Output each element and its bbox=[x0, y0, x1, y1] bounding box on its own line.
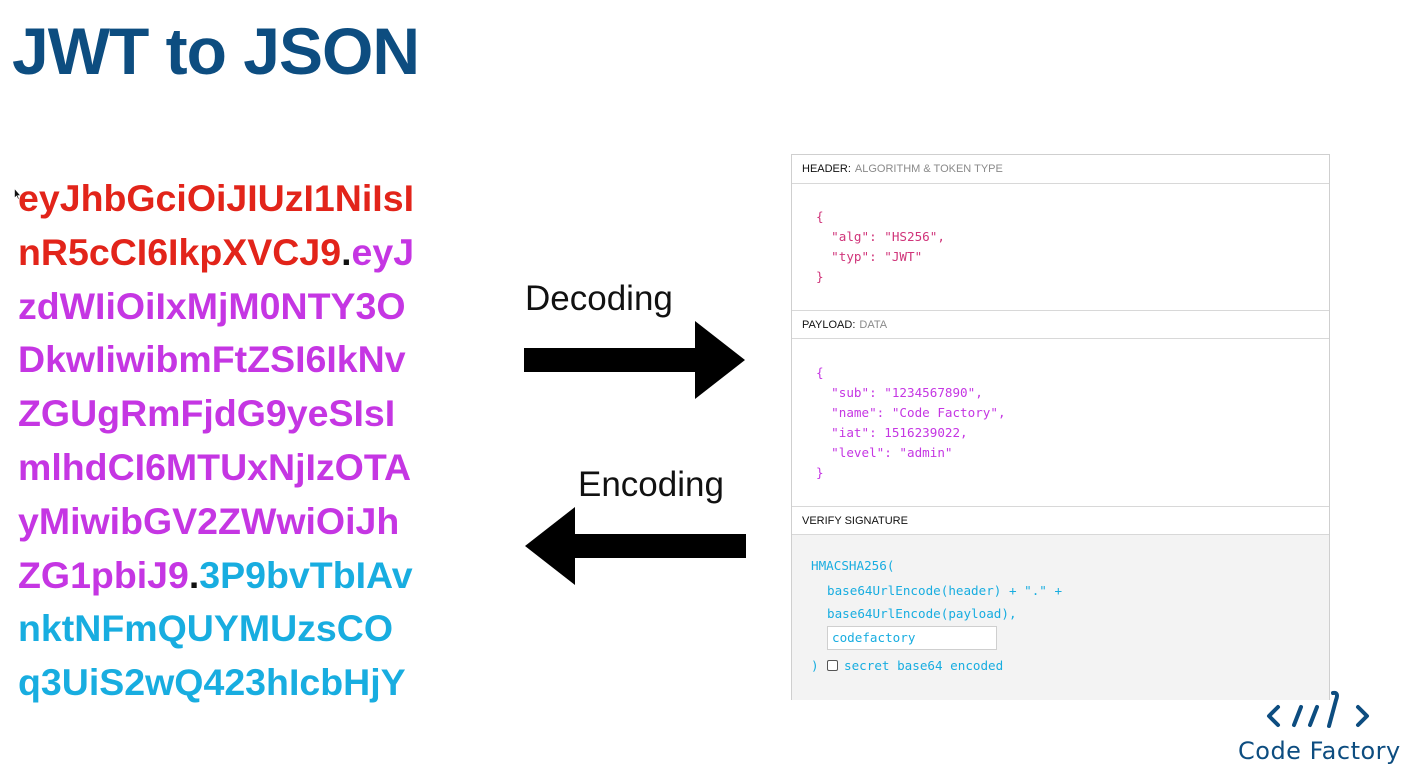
token-line: ZGUgRmFjdG9yeSIsI bbox=[18, 387, 488, 441]
right-arrow-icon bbox=[524, 321, 745, 399]
token-payload-segment: DkwIiwibmFtZSI6IkNv bbox=[18, 338, 406, 381]
token-line: DkwIiwibmFtZSI6IkNv bbox=[18, 333, 488, 387]
payload-section-title: PAYLOAD:DATA bbox=[792, 310, 1329, 339]
token-line: zdWIiOiIxMjM0NTY3O bbox=[18, 280, 488, 334]
left-arrow-icon bbox=[525, 507, 746, 585]
token-line: nktNFmQUYMUzsCO bbox=[18, 602, 488, 656]
secret-base64-label: secret base64 encoded bbox=[844, 658, 1004, 673]
token-line: q3UiS2wQ423hIcbHjY bbox=[18, 656, 488, 710]
token-line: yMiwibGV2ZWwiOiJh bbox=[18, 495, 488, 549]
signature-payload-line: base64UrlEncode(payload), bbox=[827, 606, 1017, 621]
token-signature-segment: nktNFmQUYMUzsCO bbox=[18, 607, 394, 650]
jwt-decoded-panel: HEADER:ALGORITHM & TOKEN TYPE { "alg": "… bbox=[791, 154, 1330, 700]
token-payload-segment: eyJ bbox=[351, 230, 415, 273]
token-dot-segment: . bbox=[188, 553, 200, 596]
token-payload-segment: ZG1pbiJ9 bbox=[18, 553, 189, 596]
encoding-label: Encoding bbox=[578, 465, 724, 504]
token-line: nR5cCI6IkpXVCJ9.eyJ bbox=[18, 226, 488, 280]
token-line: ZG1pbiJ9.3P9bvTbIAv bbox=[18, 549, 488, 603]
token-payload-segment: yMiwibGV2ZWwiOiJh bbox=[18, 499, 400, 542]
token-line: mlhdCI6MTUxNjIzOTA bbox=[18, 441, 488, 495]
decoding-label: Decoding bbox=[525, 279, 673, 318]
header-subtitle: ALGORITHM & TOKEN TYPE bbox=[854, 163, 1003, 175]
token-header-segment: eyJhbGciOiJIUzI1NiIsI bbox=[18, 177, 414, 219]
secret-input[interactable]: codefactory bbox=[827, 626, 997, 650]
token-payload-segment: ZGUgRmFjdG9yeSIsI bbox=[18, 392, 396, 435]
code-factory-logo bbox=[1267, 690, 1369, 728]
signature-header-line: base64UrlEncode(header) + "." + bbox=[827, 583, 1063, 598]
token-payload-segment: zdWIiOiIxMjM0NTY3O bbox=[18, 284, 406, 327]
slide-title: JWT to JSON bbox=[12, 14, 420, 88]
payload-title: PAYLOAD: bbox=[802, 319, 856, 331]
logo-text: Code Factory bbox=[1238, 737, 1401, 765]
token-payload-segment: mlhdCI6MTUxNjIzOTA bbox=[18, 445, 412, 488]
secret-base64-checkbox[interactable] bbox=[827, 660, 838, 671]
token-header-segment: nR5cCI6IkpXVCJ9 bbox=[18, 230, 342, 273]
signature-section-title: VERIFY SIGNATURE bbox=[792, 506, 1329, 535]
token-line: eyJhbGciOiJIUzI1NiIsI bbox=[18, 172, 488, 226]
header-title: HEADER: bbox=[802, 163, 851, 175]
token-signature-segment: q3UiS2wQ423hIcbHjY bbox=[18, 661, 406, 704]
mouse-cursor-icon bbox=[14, 188, 21, 200]
token-signature-segment: 3P9bvTbIAv bbox=[199, 553, 413, 596]
payload-json[interactable]: { "sub": "1234567890", "name": "Code Fac… bbox=[816, 365, 1006, 480]
token-dot-segment: . bbox=[341, 230, 352, 273]
header-section-title: HEADER:ALGORITHM & TOKEN TYPE bbox=[792, 155, 1329, 184]
header-json[interactable]: { "alg": "HS256", "typ": "JWT" } bbox=[816, 209, 945, 284]
signature-area: HMACSHA256( base64UrlEncode(header) + ".… bbox=[792, 535, 1329, 700]
payload-subtitle: DATA bbox=[859, 319, 888, 331]
signature-title: VERIFY SIGNATURE bbox=[802, 515, 908, 527]
signature-close: ) bbox=[811, 658, 819, 673]
signature-function: HMACSHA256( bbox=[811, 558, 895, 573]
